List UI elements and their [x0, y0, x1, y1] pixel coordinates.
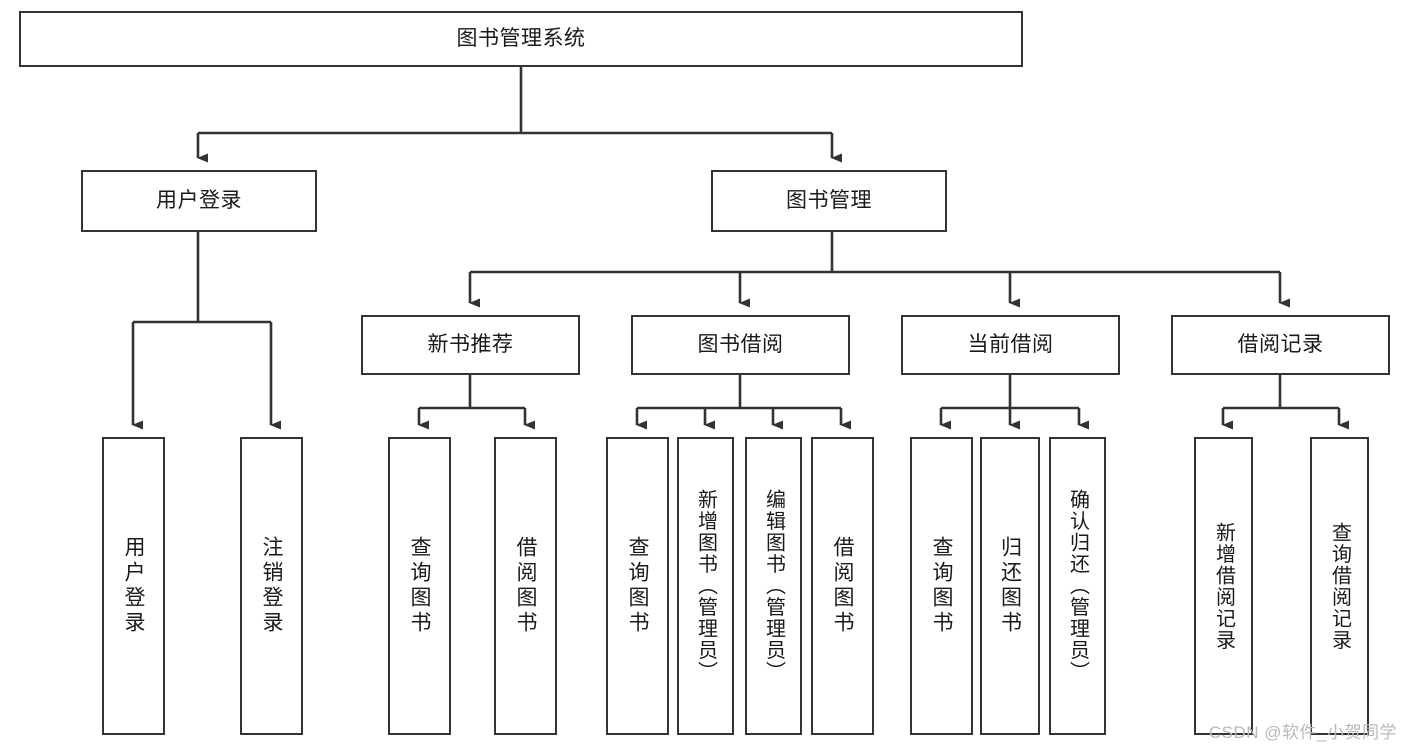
node-current-borrow[interactable]: 当前借阅 [901, 315, 1120, 375]
node-leaf-borrow-book-2-label: 借阅图书 [831, 536, 854, 636]
node-leaf-edit-book[interactable]: 编辑图书（管理员） [745, 437, 802, 735]
node-leaf-add-book-label: 新增图书（管理员） [694, 489, 717, 683]
node-leaf-user-login-label: 用户登录 [122, 536, 145, 636]
node-leaf-user-login[interactable]: 用户登录 [102, 437, 165, 735]
node-leaf-borrow-book-1[interactable]: 借阅图书 [494, 437, 557, 735]
node-book-manage[interactable]: 图书管理 [711, 170, 947, 232]
node-current-borrow-label: 当前借阅 [967, 332, 1054, 356]
node-borrow-record[interactable]: 借阅记录 [1171, 315, 1390, 375]
node-leaf-query-record[interactable]: 查询借阅记录 [1310, 437, 1369, 735]
node-borrow-record-label: 借阅记录 [1237, 332, 1324, 356]
node-new-book-rec[interactable]: 新书推荐 [361, 315, 580, 375]
node-leaf-borrow-book-2[interactable]: 借阅图书 [811, 437, 874, 735]
node-leaf-query-book-3-label: 查询图书 [930, 536, 953, 636]
node-leaf-query-book-1-label: 查询图书 [408, 536, 431, 636]
node-leaf-query-record-label: 查询借阅记录 [1328, 521, 1351, 651]
node-user-login-label: 用户登录 [156, 188, 242, 212]
node-leaf-confirm-return-label: 确认归还（管理员） [1066, 489, 1089, 683]
node-user-login[interactable]: 用户登录 [81, 170, 317, 232]
node-leaf-confirm-return[interactable]: 确认归还（管理员） [1049, 437, 1106, 735]
node-leaf-add-book[interactable]: 新增图书（管理员） [677, 437, 734, 735]
node-leaf-logout-login-label: 注销登录 [260, 536, 283, 636]
node-leaf-edit-book-label: 编辑图书（管理员） [762, 489, 785, 683]
node-leaf-query-book-2-label: 查询图书 [626, 536, 649, 636]
node-leaf-add-record[interactable]: 新增借阅记录 [1194, 437, 1253, 735]
node-leaf-add-record-label: 新增借阅记录 [1212, 521, 1235, 651]
node-leaf-query-book-3[interactable]: 查询图书 [910, 437, 973, 735]
node-leaf-query-book-1[interactable]: 查询图书 [388, 437, 451, 735]
node-leaf-query-book-2[interactable]: 查询图书 [606, 437, 669, 735]
node-root-label: 图书管理系统 [456, 26, 586, 50]
node-leaf-return-book[interactable]: 归还图书 [980, 437, 1040, 735]
node-leaf-borrow-book-1-label: 借阅图书 [514, 536, 537, 636]
watermark-text: CSDN @软件_小贺同学 [1208, 723, 1397, 742]
node-root[interactable]: 图书管理系统 [19, 11, 1023, 67]
node-book-borrow-label: 图书借阅 [697, 332, 784, 356]
node-leaf-return-book-label: 归还图书 [998, 536, 1022, 636]
node-leaf-logout-login[interactable]: 注销登录 [240, 437, 303, 735]
node-book-manage-label: 图书管理 [786, 188, 872, 212]
node-book-borrow[interactable]: 图书借阅 [631, 315, 850, 375]
node-new-book-rec-label: 新书推荐 [427, 332, 514, 356]
